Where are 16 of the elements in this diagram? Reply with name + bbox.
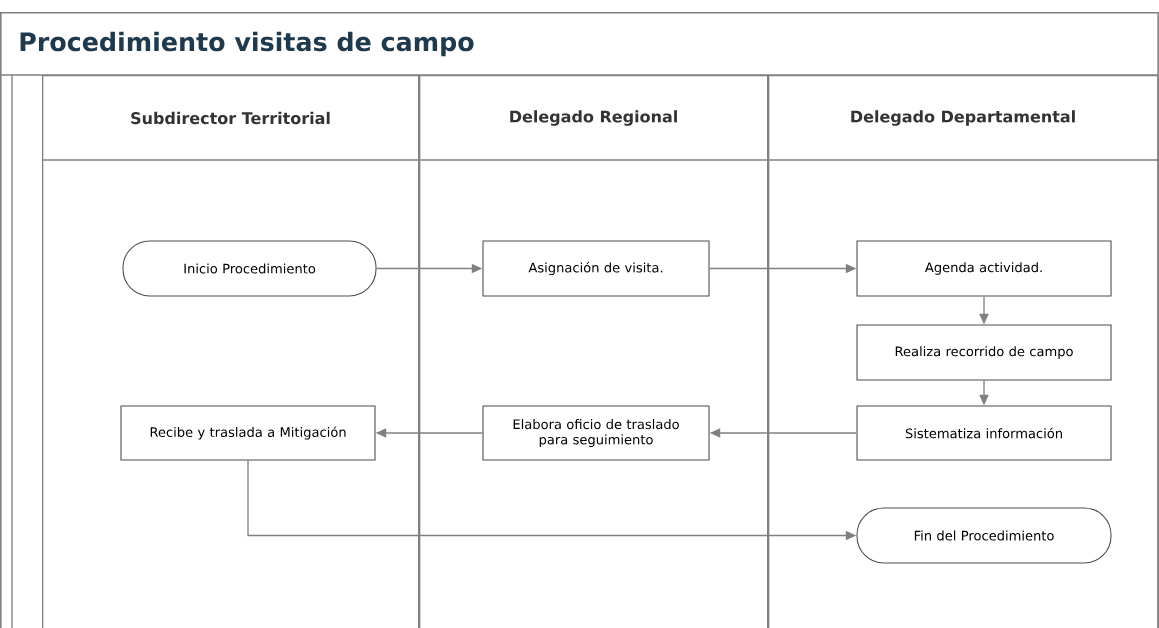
swimlane	[42, 75, 420, 628]
swimlane	[419, 75, 769, 628]
terminator-box: Fin del Procedimiento	[856, 507, 1112, 564]
process-box: Elabora oficio de traslado para seguimiento	[482, 405, 710, 461]
swimlane	[768, 75, 1159, 628]
process-box: Sistematiza información	[856, 405, 1112, 461]
pool-frame	[0, 12, 1159, 628]
title: Procedimiento visitas de campo	[20, 31, 474, 57]
process-box: Asignación de visita.	[482, 240, 710, 297]
lane-header: Delegado Regional	[510, 110, 677, 126]
process-box: Realiza recorrido de campo	[856, 324, 1112, 381]
process-box: Recibe y traslada a Mitigación	[120, 405, 376, 461]
process-box: Agenda actividad.	[856, 240, 1112, 297]
lane-header: Delegado Departamental	[851, 110, 1075, 126]
terminator-box: Inicio Procedimiento	[122, 240, 377, 297]
lane-header: Subdirector Territorial	[131, 111, 330, 125]
